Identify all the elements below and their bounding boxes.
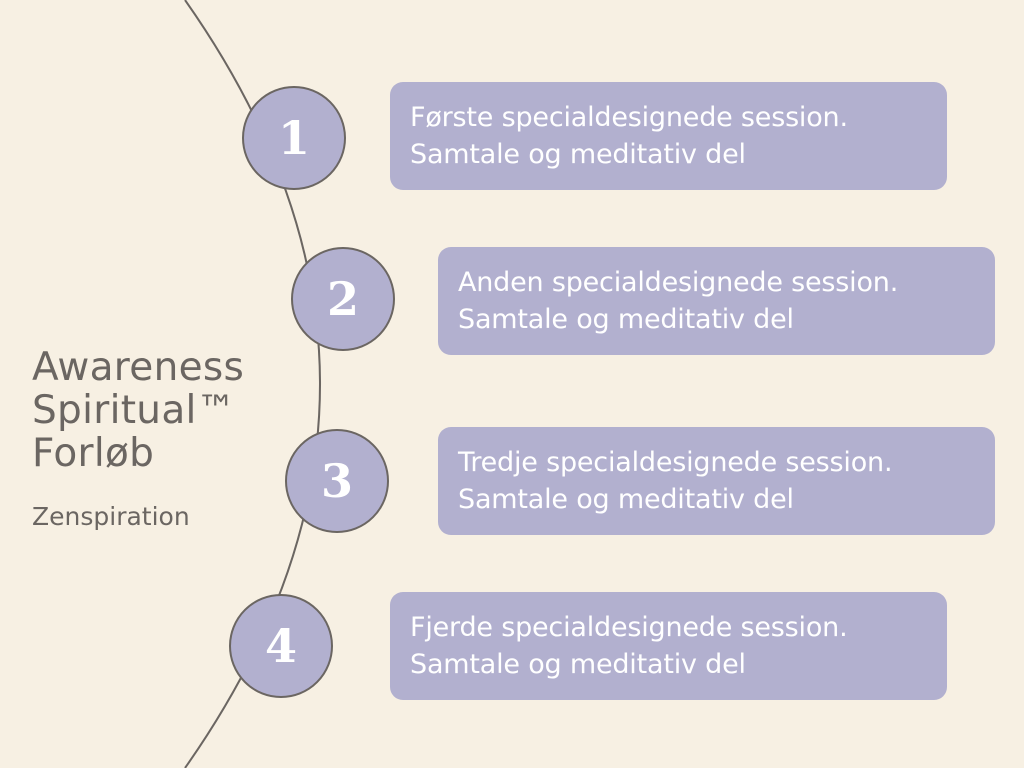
- step-1-line-2: Samtale og meditativ del: [410, 139, 746, 170]
- step-1-box: Første specialdesignede session. Samtale…: [390, 82, 947, 190]
- step-4-line-1: Fjerde specialdesignede session.: [410, 612, 848, 643]
- diagram-title: Awareness Spiritual™ Forløb: [32, 346, 272, 475]
- step-2-line-1: Anden specialdesignede session.: [458, 267, 899, 298]
- step-4-number: 4: [264, 619, 297, 673]
- step-3-line-2: Samtale og meditativ del: [458, 484, 794, 515]
- step-3-line-1: Tredje specialdesignede session.: [458, 447, 893, 478]
- step-3-box: Tredje specialdesignede session. Samtale…: [438, 427, 995, 535]
- title-line-3: Forløb: [32, 431, 155, 476]
- step-2-circle: 2: [291, 247, 395, 351]
- step-2-box: Anden specialdesignede session. Samtale …: [438, 247, 995, 355]
- diagram-subtitle: Zenspiration: [32, 502, 190, 531]
- step-1-circle: 1: [242, 86, 346, 190]
- step-2-number: 2: [326, 272, 359, 326]
- step-3-circle: 3: [285, 429, 389, 533]
- step-4-line-2: Samtale og meditativ del: [410, 649, 746, 680]
- step-3-number: 3: [320, 454, 353, 508]
- step-4-box: Fjerde specialdesignede session. Samtale…: [390, 592, 947, 700]
- step-2-line-2: Samtale og meditativ del: [458, 304, 794, 335]
- step-1-number: 1: [277, 111, 310, 165]
- title-line-1: Awareness: [32, 345, 245, 390]
- step-4-circle: 4: [229, 594, 333, 698]
- title-line-2: Spiritual™: [32, 388, 236, 433]
- step-1-line-1: Første specialdesignede session.: [410, 102, 848, 133]
